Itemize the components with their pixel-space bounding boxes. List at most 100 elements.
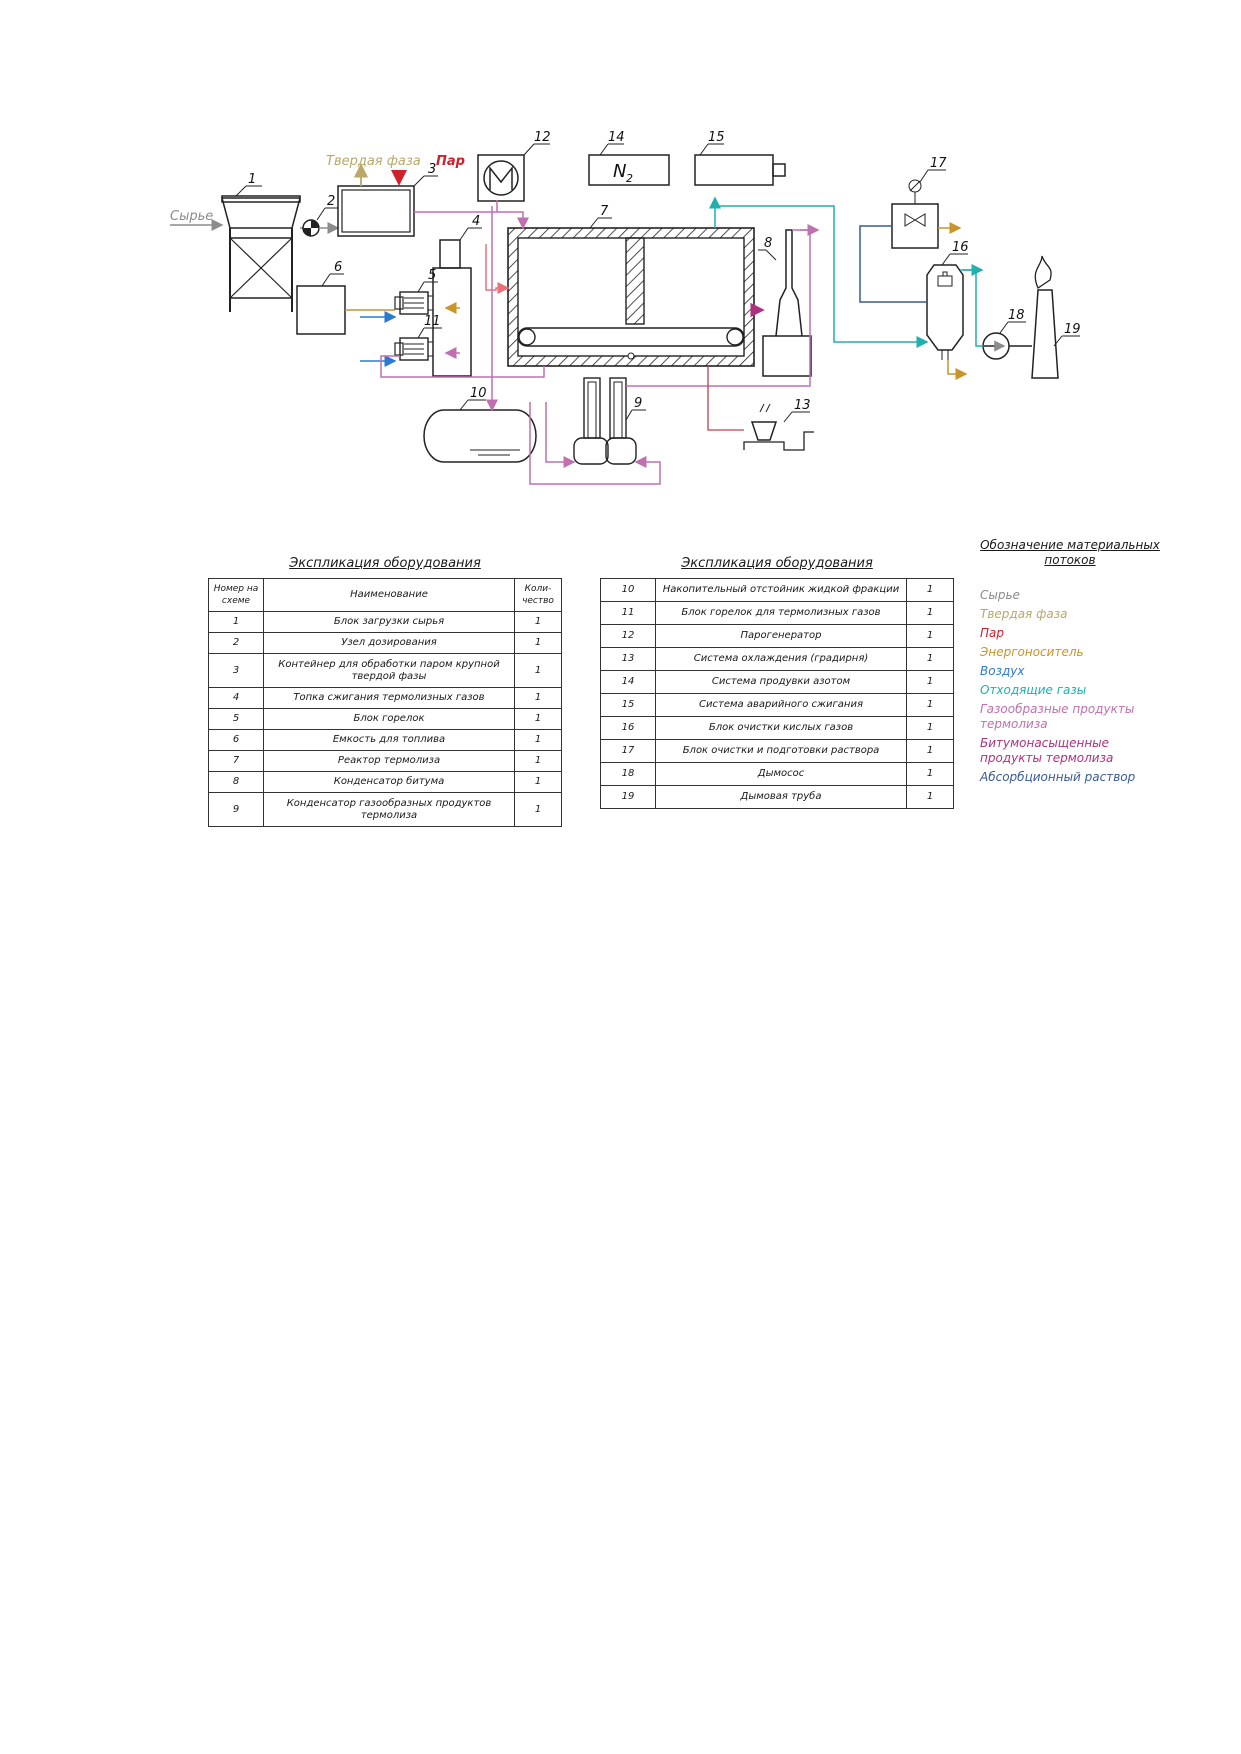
callout-19: 19 <box>1064 322 1081 337</box>
legend-item-exhaust: Отходящие газы <box>980 683 1087 697</box>
row-number: 17 <box>600 739 656 763</box>
smoke-exhauster-18 <box>982 332 1010 360</box>
row-qty: 1 <box>906 785 954 809</box>
row-qty: 1 <box>514 771 562 793</box>
solid-phase-label: Твердая фаза <box>326 154 421 169</box>
row-qty: 1 <box>514 687 562 709</box>
legend-item-bitumen: Битумонасыщенные продукты термолиза <box>980 736 1114 765</box>
row-qty: 1 <box>514 632 562 654</box>
loading-hopper-1 <box>221 195 301 312</box>
row-qty: 1 <box>906 601 954 625</box>
row-name: Система аварийного сжигания <box>655 693 907 717</box>
burner-block-5 <box>394 291 434 315</box>
row-number: 15 <box>600 693 656 717</box>
process-flow-diagram: Сырье Твердая фаза Пар N 2 <box>170 130 1081 485</box>
row-number: 10 <box>600 578 656 602</box>
steam-label: Пар <box>436 154 465 169</box>
callout-9: 9 <box>634 396 642 411</box>
settling-tank-10 <box>423 409 537 463</box>
callout-18: 18 <box>1008 308 1025 323</box>
callout-2: 2 <box>327 194 335 209</box>
header-number: Номер на схеме <box>208 578 264 612</box>
row-number: 13 <box>600 647 656 671</box>
thermolysis-gas-furnace-4 <box>432 239 472 377</box>
row-name: Блок горелок <box>263 708 515 730</box>
steam-container-3 <box>337 185 415 237</box>
emergency-combustion-15 <box>694 154 786 186</box>
callout-7: 7 <box>600 204 609 219</box>
row-number: 9 <box>208 792 264 827</box>
legend-item-raw: Сырье <box>980 588 1020 602</box>
row-name: Узел дозирования <box>263 632 515 654</box>
header-name: Наименование <box>263 578 515 612</box>
row-name: Конденсатор газообразных продуктов термо… <box>263 792 515 827</box>
raw-material-label: Сырье <box>170 209 213 224</box>
row-qty: 1 <box>514 750 562 772</box>
callout-16: 16 <box>952 240 969 255</box>
cooling-system-13 <box>743 403 814 451</box>
row-name: Система охлаждения (градирня) <box>655 647 907 671</box>
legend-item-solid: Твердая фаза <box>980 607 1068 621</box>
callout-3: 3 <box>428 162 436 177</box>
row-name: Система продувки азотом <box>655 670 907 694</box>
row-name: Конденсатор битума <box>263 771 515 793</box>
legend-item-energy: Энергоноситель <box>980 645 1084 659</box>
row-name: Контейнер для обработки паром крупной тв… <box>263 653 515 688</box>
row-number: 14 <box>600 670 656 694</box>
dosing-unit-2 <box>302 219 320 237</box>
legend-item-gas: Газообразные продукты термолиза <box>980 702 1135 731</box>
row-number: 2 <box>208 632 264 654</box>
gas-condenser-9 <box>573 377 637 465</box>
row-number: 19 <box>600 785 656 809</box>
solution-prep-17 <box>891 179 939 249</box>
legend-item-steam: Пар <box>980 626 1004 640</box>
row-qty: 1 <box>906 693 954 717</box>
n2-symbol: N <box>613 161 626 182</box>
n2-subscript: 2 <box>626 172 633 185</box>
legend-item-air: Воздух <box>980 664 1025 678</box>
row-number: 6 <box>208 729 264 751</box>
row-qty: 1 <box>906 578 954 602</box>
row-qty: 1 <box>906 716 954 740</box>
header-quantity: Коли-чество <box>514 578 562 612</box>
row-qty: 1 <box>906 762 954 786</box>
row-number: 7 <box>208 750 264 772</box>
row-number: 3 <box>208 653 264 688</box>
equipment-table-left: Номер на схеме Наименование Коли-чество … <box>208 578 562 827</box>
callout-11: 11 <box>424 314 441 329</box>
table-header-row: Номер на схеме Наименование Коли-чество <box>208 578 562 612</box>
row-name: Блок очистки и подготовки раствора <box>655 739 907 763</box>
row-number: 16 <box>600 716 656 740</box>
thermolysis-gas-burner-11 <box>394 337 434 361</box>
row-number: 5 <box>208 708 264 730</box>
row-number: 11 <box>600 601 656 625</box>
row-number: 1 <box>208 611 264 633</box>
chimney-19 <box>1031 255 1059 379</box>
legend-title: Обозначение материальных потоков <box>980 538 1160 567</box>
row-qty: 1 <box>906 624 954 648</box>
steam-generator-12 <box>477 154 525 202</box>
row-number: 12 <box>600 624 656 648</box>
row-name: Дымосос <box>655 762 907 786</box>
callout-17: 17 <box>930 156 947 171</box>
row-name: Накопительный отстойник жидкой фракции <box>655 578 907 602</box>
row-name: Парогенератор <box>655 624 907 648</box>
callout-12: 12 <box>534 130 551 145</box>
thermolysis-reactor-7 <box>507 227 755 367</box>
